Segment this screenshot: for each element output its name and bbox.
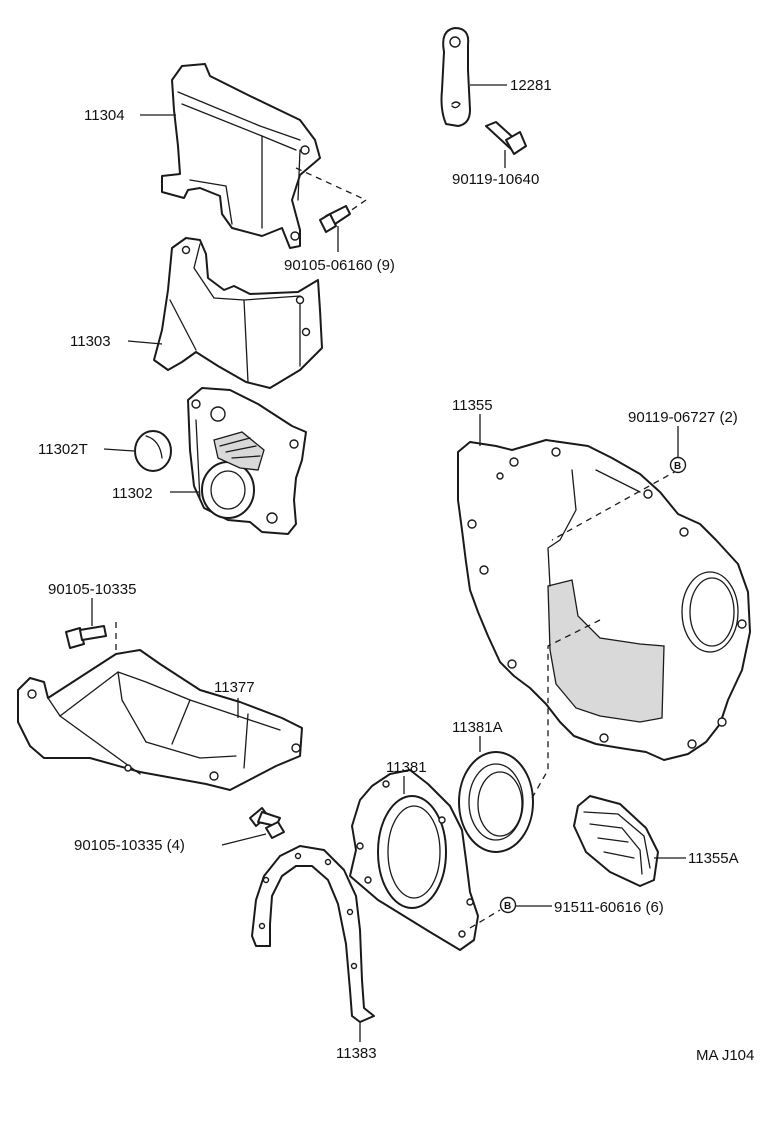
bracket-12281 xyxy=(440,27,471,127)
svg-text:B: B xyxy=(504,901,511,912)
label-90105-10335-top: 90105-10335 xyxy=(48,581,136,598)
bolt-90119-10640 xyxy=(485,121,527,155)
label-11355: 11355 xyxy=(452,397,493,414)
label-11377: 11377 xyxy=(214,679,255,696)
marker-b-lower: B xyxy=(499,896,517,914)
leader-11303 xyxy=(127,340,163,345)
cover-11304 xyxy=(161,63,321,249)
bolt-90105-06160 xyxy=(319,205,351,233)
label-11303: 11303 xyxy=(70,333,111,350)
diagram-code: MA J104 xyxy=(696,1047,754,1064)
label-11302: 11302 xyxy=(112,485,153,502)
bolt-90105-10335-top xyxy=(65,625,107,649)
label-90119-06727: 90119-06727 (2) xyxy=(628,409,738,426)
gasket-11383 xyxy=(251,845,375,1023)
label-11355A: 11355A xyxy=(688,850,739,867)
marker-b-upper: B xyxy=(669,456,687,474)
leader-90105-10335-4 xyxy=(221,833,267,846)
stiffener-11377 xyxy=(17,649,303,791)
label-11381A: 11381A xyxy=(452,719,503,736)
cover-11302 xyxy=(187,387,307,535)
dash-11355-lower xyxy=(547,619,601,700)
cover-11355A xyxy=(573,795,659,887)
plug-11302T xyxy=(134,430,172,472)
label-90105-06160: 90105-06160 (9) xyxy=(284,257,395,274)
dash-11304-bolt xyxy=(295,167,368,219)
label-11381: 11381 xyxy=(386,759,427,776)
svg-text:B: B xyxy=(674,461,681,472)
label-11304: 11304 xyxy=(84,107,125,124)
oil-seal-11381A xyxy=(458,751,534,853)
cover-11303 xyxy=(153,237,323,389)
bolt-90105-10335-4 xyxy=(249,807,285,839)
dash-11355-upper xyxy=(551,469,679,541)
label-11302T: 11302T xyxy=(38,441,88,458)
label-90119-10640: 90119-10640 xyxy=(452,171,539,188)
dash-91511 xyxy=(469,909,501,929)
dash-11381A xyxy=(531,700,549,799)
retainer-11381 xyxy=(349,769,479,951)
label-12281: 12281 xyxy=(510,77,552,94)
label-11383: 11383 xyxy=(336,1045,377,1062)
label-91511-60616: 91511-60616 (6) xyxy=(554,899,664,916)
end-plate-11355 xyxy=(457,439,751,761)
leader-11302T xyxy=(103,448,135,452)
label-90105-10335-4: 90105-10335 (4) xyxy=(74,837,185,854)
